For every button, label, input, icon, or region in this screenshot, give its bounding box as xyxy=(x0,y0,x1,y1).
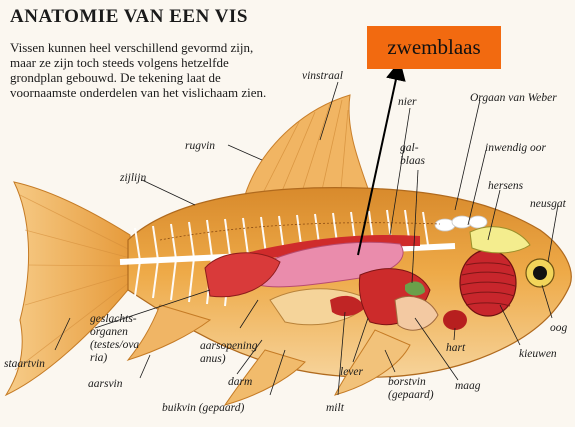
label-nier: nier xyxy=(398,96,417,109)
label-galblaas: gal- blaas xyxy=(400,142,425,168)
label-geslachtsorganen: geslachts- organen (testes/ova ria) xyxy=(90,313,139,365)
label-aarsvin: aarsvin xyxy=(88,378,123,391)
label-staartvin: staartvin xyxy=(4,358,45,371)
label-darm: darm xyxy=(228,376,252,389)
label-rugvin: rugvin xyxy=(185,140,215,153)
label-neusgat: neusgat xyxy=(530,198,566,211)
label-buikvin: buikvin (gepaard) xyxy=(162,402,244,415)
label-orgaan-van-weber: Orgaan van Weber xyxy=(470,92,557,105)
label-vinstraal: vinstraal xyxy=(302,70,343,83)
label-aarsopening: aarsopening anus) xyxy=(200,340,258,366)
label-lever: lever xyxy=(340,366,363,379)
label-borstvin: borstvin (gepaard) xyxy=(388,376,434,402)
label-milt: milt xyxy=(326,402,344,415)
label-inwendig-oor: inwendig oor xyxy=(485,142,546,155)
heart xyxy=(443,310,467,330)
dorsal-fin xyxy=(245,95,372,200)
label-oog: oog xyxy=(550,322,567,335)
label-maag: maag xyxy=(455,380,481,393)
gills xyxy=(460,250,516,316)
highlight-label-zwemblaas: zwemblaas xyxy=(367,26,501,69)
label-hersens: hersens xyxy=(488,180,523,193)
label-zijlijn: zijlijn xyxy=(120,172,146,185)
label-hart: hart xyxy=(446,342,465,355)
label-kieuwen: kieuwen xyxy=(519,348,557,361)
